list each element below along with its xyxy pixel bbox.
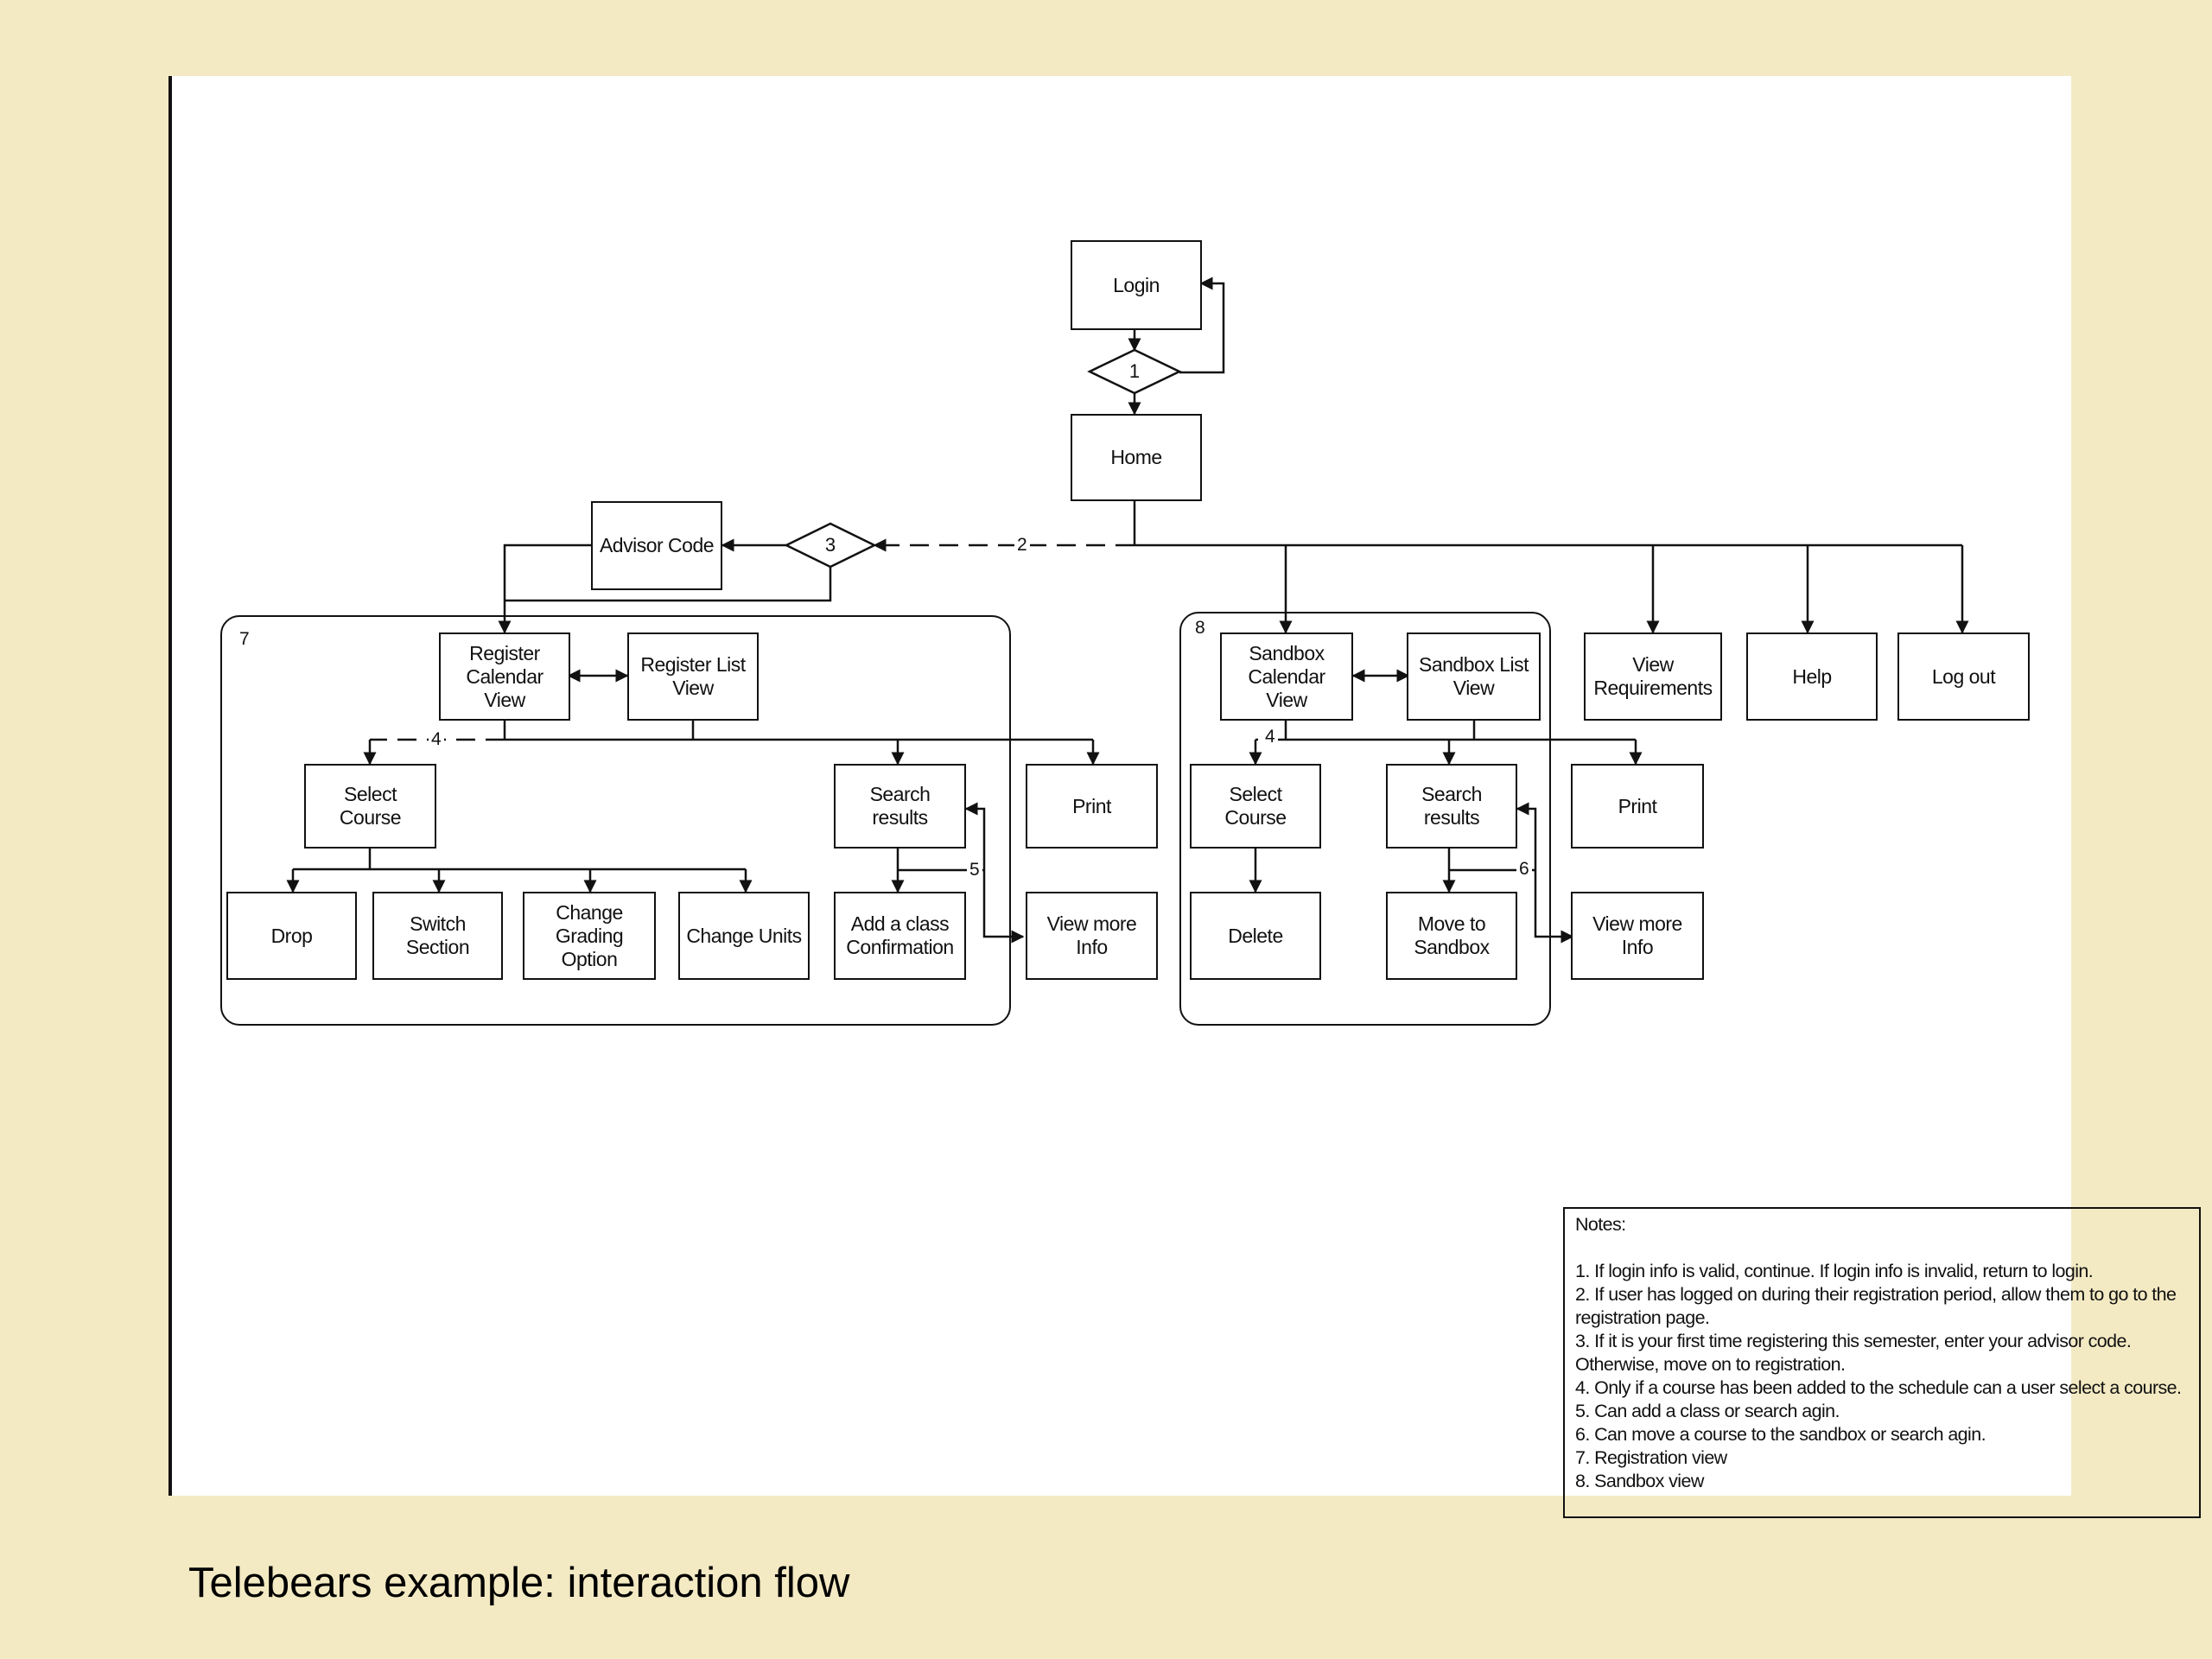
edge-label-6: 6 (1516, 860, 1532, 879)
registration-view-group (220, 615, 1011, 1026)
note-item: 4. Only if a course has been added to th… (1575, 1377, 2182, 1398)
notes-heading: Notes: (1575, 1214, 1626, 1235)
note-item: 2. If user has logged on during their re… (1575, 1284, 2177, 1328)
note-item: 6. Can move a course to the sandbox or s… (1575, 1424, 1986, 1445)
node-search-results-register: Search results (834, 764, 966, 849)
note-item: 5. Can add a class or search agin. (1575, 1401, 1840, 1421)
node-register-calendar-view: Register Calendar View (439, 632, 570, 721)
node-help: Help (1746, 632, 1878, 721)
notes-box: Notes: 1. If login info is valid, contin… (1563, 1207, 2201, 1518)
node-switch-section: Switch Section (372, 892, 503, 980)
node-drop: Drop (226, 892, 357, 980)
decision-diamond-1 (1087, 348, 1182, 395)
node-login: Login (1071, 240, 1202, 330)
node-print-sandbox: Print (1571, 764, 1704, 849)
node-log-out: Log out (1897, 632, 2030, 721)
node-change-units: Change Units (678, 892, 810, 980)
node-sandbox-list-view: Sandbox List View (1407, 632, 1541, 721)
node-view-requirements: View Requirements (1584, 632, 1722, 721)
note-item: 8. Sandbox view (1575, 1471, 1704, 1491)
node-delete: Delete (1190, 892, 1321, 980)
node-select-course-register: Select Course (304, 764, 436, 849)
sandbox-view-group (1179, 612, 1551, 1026)
node-view-more-info-register: View more Info (1026, 892, 1158, 980)
decision-diamond-3 (784, 522, 877, 569)
group-label-7: 7 (239, 629, 250, 649)
slide-canvas: 7 8 1 3 2 4 4 5 6 Login Home Advisor Cod… (168, 76, 2201, 1518)
node-move-to-sandbox: Move to Sandbox (1386, 892, 1517, 980)
node-view-more-info-sandbox: View more Info (1571, 892, 1704, 980)
node-home: Home (1071, 414, 1202, 501)
note-item: 3. If it is your first time registering … (1575, 1331, 2132, 1375)
note-item: 7. Registration view (1575, 1447, 1727, 1468)
node-sandbox-calendar-view: Sandbox Calendar View (1220, 632, 1353, 721)
node-search-results-sandbox: Search results (1386, 764, 1517, 849)
slide-caption: Telebears example: interaction flow (188, 1560, 850, 1606)
node-register-list-view: Register List View (627, 632, 759, 721)
note-item: 1. If login info is valid, continue. If … (1575, 1261, 2094, 1281)
node-select-course-sandbox: Select Course (1190, 764, 1321, 849)
flow-connectors (286, 276, 1969, 944)
node-print-register: Print (1026, 764, 1158, 849)
edge-label-4-register: 4 (429, 730, 444, 749)
edge-label-2: 2 (1014, 536, 1030, 555)
notes-list: 1. If login info is valid, continue. If … (1575, 1260, 2189, 1493)
edge-label-5: 5 (967, 861, 982, 880)
node-change-grading-option: Change Grading Option (523, 892, 656, 980)
group-label-8: 8 (1195, 618, 1205, 638)
decision-3-label: 3 (824, 534, 836, 556)
node-add-class-confirmation: Add a class Confirmation (834, 892, 966, 980)
edge-label-4-sandbox: 4 (1262, 728, 1278, 747)
decision-1-label: 1 (1128, 360, 1141, 382)
node-advisor-code: Advisor Code (591, 501, 722, 590)
